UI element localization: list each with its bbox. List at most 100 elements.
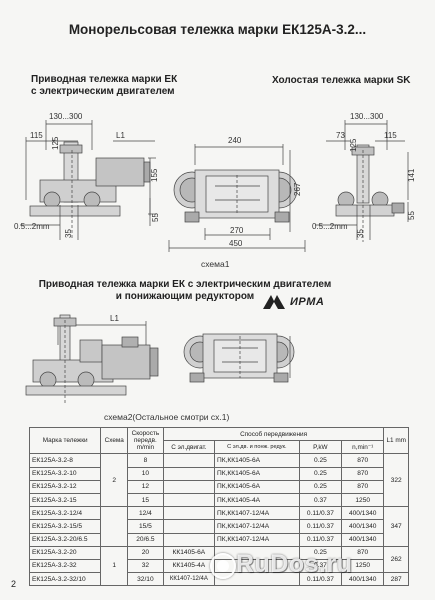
cell-motor: КК1407-12/4А (162, 572, 216, 587)
dim-270: 270 (230, 226, 244, 235)
cell-speed: 12/4 (127, 506, 164, 521)
driven-trolley-heading: Приводная тележка марки ЕК с электрическ… (31, 74, 177, 98)
table-row: ЕК125А-3.2-12 12 ПК,КК1405-6А 0.25 870 (28, 479, 409, 494)
irma-logo-text: ИРМА (290, 296, 325, 308)
cell-l1-group: 347 (383, 506, 409, 547)
cell-speed: 12 (127, 479, 164, 494)
cell-motor: КК1405-4А (162, 558, 216, 574)
cell-rpm: 1250 (341, 492, 385, 508)
cell-scheme-group: 1 (100, 545, 129, 587)
reducer-heading-line1: Приводная тележка марки ЕК с электрическ… (38, 279, 332, 290)
dim-l1-scheme2: L1 (110, 314, 119, 323)
header-scheme: Схема (100, 426, 129, 455)
cell-rpm: 400/1340 (341, 506, 385, 521)
table-row: ЕК125А-3.2-10 10 ПК,КК1405-6А 0.25 870 (28, 466, 409, 481)
header-model: Марка тележки (28, 426, 102, 455)
cell-l1-group: 287 (383, 572, 409, 587)
table-subheader-row: С эл.двигат. С эл.дв. и понж. редук. P,k… (30, 440, 409, 455)
reducer-trolley-drawing (25, 314, 159, 404)
header-power: P,kW (298, 440, 343, 455)
reducer-trolley-heading: Приводная тележка марки ЕК с электрическ… (20, 279, 350, 303)
cell-power: 0.11/0.37 (298, 519, 343, 534)
cell-power: 0.11/0.37 (298, 532, 343, 547)
cell-motor-reducer: ПК,КК1405-6А (214, 453, 300, 468)
front-view-drawing (168, 144, 306, 252)
dim-55-right: 55 (407, 211, 416, 220)
watermark: RuDos.ru (236, 550, 353, 578)
dim-141: 141 (407, 168, 416, 182)
dim-35-left: 35 (64, 229, 73, 238)
scheme2-caption: схема2(Остальное смотри сх.1) (104, 412, 230, 422)
cell-model: ЕК125А-3.2-32/10 (28, 572, 102, 587)
cell-speed: 10 (127, 466, 164, 481)
cell-model: ЕК125А-3.2-10 (28, 466, 102, 481)
cell-model: ЕК125А-3.2-12/4 (28, 506, 102, 521)
table-header-row: Марка тележки Схема Скорость передв. m/m… (28, 426, 409, 455)
cell-rpm: 870 (341, 479, 385, 494)
cell-speed: 32 (127, 558, 164, 574)
dim-125-right: 125 (349, 138, 358, 152)
scheme1-caption: схема1 (201, 259, 230, 269)
dim-130-300-left: 130...300 (49, 112, 83, 121)
cell-rpm: 400/1340 (341, 519, 385, 534)
irma-logo-icon (263, 295, 285, 309)
dim-l1-left: L1 (116, 131, 125, 140)
dim-155: 155 (150, 168, 159, 182)
cell-motor-reducer: ПК,КК1405-6А (214, 479, 300, 494)
dim-55-left: 55 (151, 213, 160, 222)
dim-450: 450 (229, 239, 243, 248)
header-l1: L1 mm (383, 426, 409, 455)
driven-trolley-drawing (20, 120, 156, 240)
driven-heading-line1: Приводная тележка марки ЕК (31, 74, 178, 85)
table-row: ЕК125А-3.2-20/6.5 20/6.5 ПК,КК1407-12/4А… (28, 532, 409, 547)
cell-scheme-group: 2 (100, 453, 129, 508)
table-row: ЕК125А-3.2-12/4 12/4 ПК,КК1407-12/4А 0.1… (28, 506, 409, 547)
watermark-icon (210, 553, 236, 579)
header-with-motor-reducer: С эл.дв. и понж. редук. (214, 440, 300, 455)
cell-model: ЕК125А-3.2-20/6.5 (28, 532, 102, 547)
cell-scheme-group (100, 506, 129, 547)
cell-motor (162, 466, 216, 481)
idle-trolley-heading: Холостая тележка марки SK (272, 75, 411, 86)
cell-motor (162, 506, 216, 521)
page-title: Монорельсовая тележка марки ЕК125А-3.2..… (68, 22, 367, 37)
cell-motor-reducer: ПК,КК1405-4А (214, 492, 300, 508)
dim-130-300-right: 130...300 (350, 112, 384, 121)
cell-motor-reducer: ПК,КК1407-12/4А (214, 519, 300, 534)
cell-power: 0.11/0.37 (298, 506, 343, 521)
dim-gap-right: 0.5...2mm (312, 222, 348, 231)
cell-l1-group: 262 (383, 545, 409, 574)
dim-267: 267 (293, 182, 302, 196)
dim-35-right: 35 (356, 229, 365, 238)
cell-l1-group: 322 (383, 453, 409, 508)
cell-speed: 8 (127, 453, 164, 468)
reducer-heading-line2: и понижающим редуктором (115, 291, 255, 302)
cell-motor (162, 479, 216, 494)
cell-model: ЕК125А-3.2-15 (28, 492, 102, 508)
cell-motor (162, 532, 216, 547)
dim-115-right: 115 (384, 131, 397, 140)
dim-gap-left: 0.5...2mm (14, 222, 50, 231)
cell-power: 0.37 (298, 492, 343, 508)
cell-power: 0.25 (298, 479, 343, 494)
dim-240: 240 (228, 136, 242, 145)
cell-rpm: 870 (341, 466, 385, 481)
cell-model: ЕК125А-3.2-12 (28, 479, 102, 494)
cell-speed: 32/10 (127, 572, 164, 587)
page-number: 2 (11, 579, 17, 589)
cell-speed: 20/6.5 (127, 532, 164, 547)
cell-rpm: 400/1340 (341, 532, 385, 547)
table-row: ЕК125А-3.2-15 15 ПК,КК1405-4А 0.37 1250 (28, 492, 409, 508)
cell-rpm: 870 (341, 453, 385, 468)
reducer-front-view-drawing (183, 333, 295, 383)
cell-rpm: 400/1340 (341, 572, 385, 587)
cell-motor (162, 519, 216, 534)
cell-motor-reducer: ПК,КК1405-6А (214, 466, 300, 481)
cell-speed: 20 (127, 545, 164, 560)
irma-logo: ИРМА (262, 294, 324, 310)
cell-motor-reducer: ПК,КК1407-12/4А (214, 506, 300, 521)
header-speed: Скорость передв. m/min (127, 426, 164, 455)
cell-model: ЕК125А-3.2-32 (28, 558, 102, 574)
cell-model: ЕК125А-3.2-8 (28, 453, 102, 468)
